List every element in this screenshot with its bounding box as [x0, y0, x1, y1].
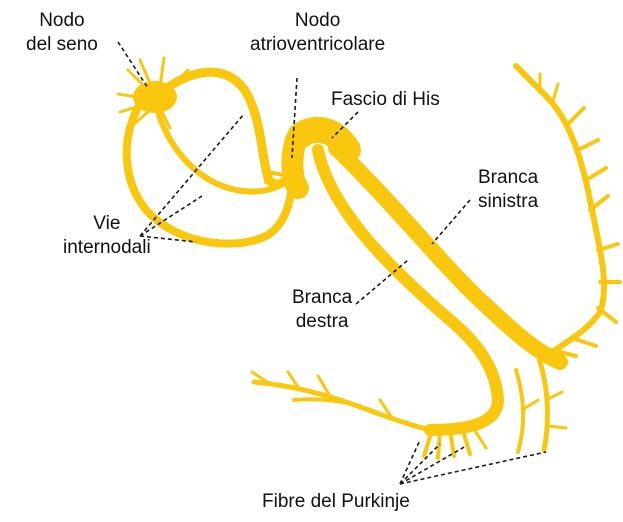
leader-purkinje-2	[399, 443, 441, 485]
leader-purkinje-3	[399, 445, 467, 485]
left-bundle-branch-shape	[328, 140, 568, 370]
purkinje-network-right	[513, 63, 622, 454]
sinoatrial-node-shape	[116, 56, 190, 130]
leader-purkinje-1	[399, 439, 421, 485]
leader-vie-2	[139, 195, 203, 237]
right-bundle-branch-shape	[312, 144, 504, 436]
label-branca-sinistra: Branca sinistra	[478, 167, 539, 212]
conduction-pathway	[116, 56, 622, 460]
label-fibre-purkinje: Fibre del Purkinje	[262, 491, 410, 512]
leader-fascio-his	[331, 111, 359, 139]
leader-branca-destra	[355, 259, 409, 305]
label-fascio-his: Fascio di His	[331, 89, 440, 110]
label-nodo-seno: Nodo del seno	[26, 10, 98, 55]
leader-vie-3	[139, 235, 197, 243]
leader-vie-1	[139, 113, 245, 237]
label-nodo-av: Nodo atrioventricolare	[250, 10, 386, 55]
leader-purkinje-4	[399, 451, 547, 485]
leader-lines	[117, 41, 547, 485]
purkinje-network-left	[250, 370, 488, 460]
label-branca-destra: Branca destra	[292, 287, 353, 332]
internodal-pathways-shape	[122, 67, 296, 248]
leader-nodo-seno	[117, 41, 149, 89]
label-vie-internodali: Vie internodali	[63, 213, 151, 258]
his-bundle-shape	[281, 116, 361, 199]
leader-branca-sinistra	[431, 199, 471, 245]
leader-nodo-av	[291, 77, 298, 159]
